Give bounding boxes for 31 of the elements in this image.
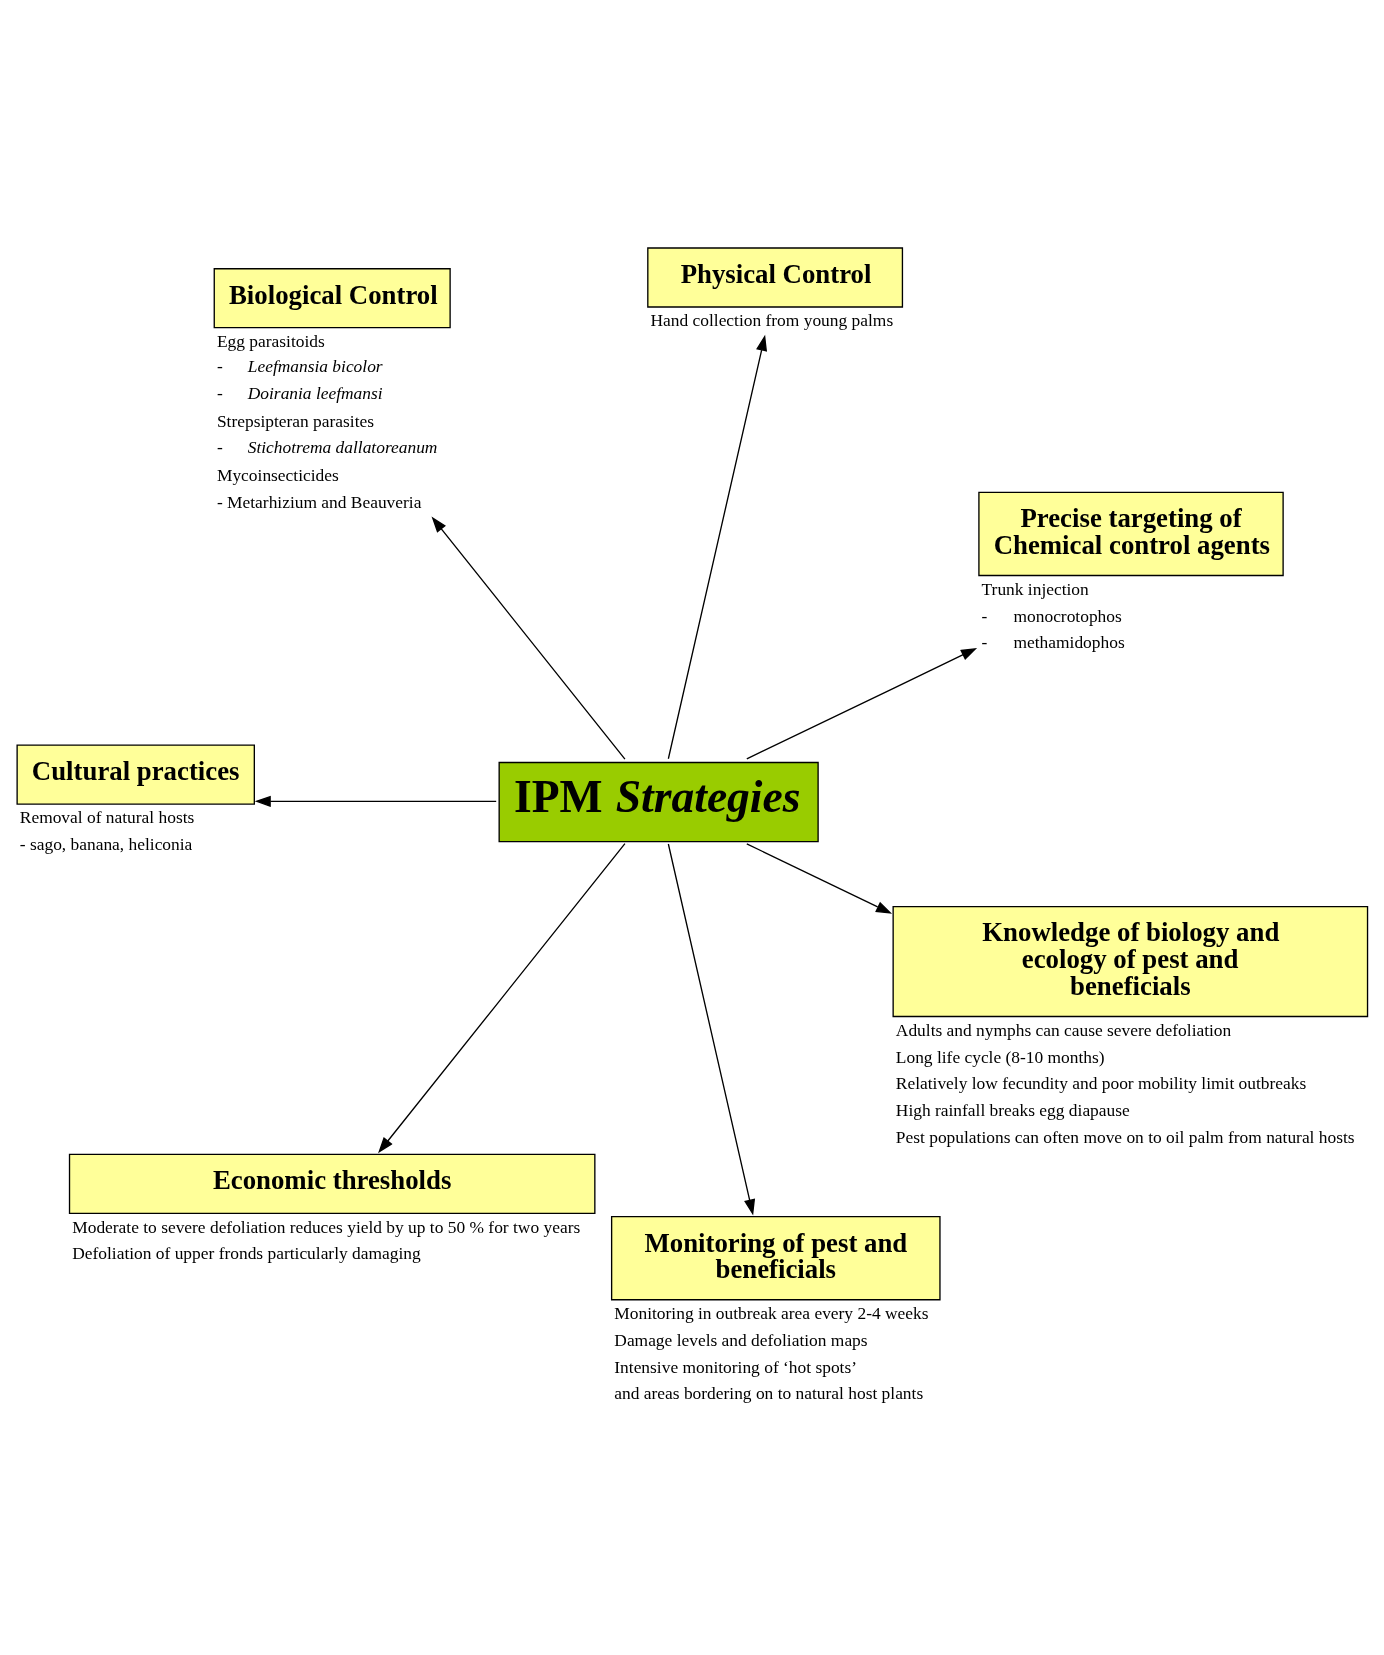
node-label: - monocrotophos	[981, 605, 1122, 626]
node-label: Adults and nymphs can cause severe defoliation	[895, 1019, 1232, 1040]
arrow	[378, 842, 626, 1154]
arrow	[667, 843, 756, 1216]
node-label: Removal of natural hosts	[19, 807, 195, 828]
arrow	[431, 516, 626, 760]
node-label: Trunk injection	[981, 578, 1089, 599]
node-label: Long life cycle (8-10 months)	[895, 1046, 1105, 1067]
node-label: High rainfall breaks egg diapause	[895, 1100, 1130, 1121]
arrow	[746, 648, 978, 760]
node-label: Pest populations can often move on to oil palm from natural hosts	[895, 1126, 1355, 1147]
node-label: Relatively low fecundity and poor mobility limit outbreaks	[895, 1073, 1307, 1094]
node-label: Hand collection from young palms	[650, 310, 894, 331]
node-label: - Leefmansia bicolor	[216, 356, 383, 377]
node-label: - Doirania leefmansi	[216, 383, 383, 404]
node-label: Defoliation of upper fronds particularly damaging	[72, 1243, 421, 1264]
node-label: Moderate to severe defoliation reduces yield by up to 50 % for two years	[72, 1216, 581, 1237]
node-label: and areas bordering on to natural host plants	[614, 1383, 924, 1404]
node-label: - Metarhizium and Beauveria	[216, 491, 422, 512]
node-label: Monitoring in outbreak area every 2-4 weeks	[614, 1303, 929, 1324]
arrow	[667, 334, 768, 760]
node-label: - methamidophos	[981, 632, 1125, 653]
arrow	[254, 795, 497, 807]
node-label: Strepsipteran parasites	[216, 411, 375, 432]
arrow	[746, 843, 893, 914]
node-label: Damage levels and defoliation maps	[614, 1329, 868, 1350]
node-label: - sago, banana, heliconia	[19, 834, 193, 855]
node-label: - Stichotrema dallatoreanum	[216, 436, 438, 457]
node-label: Mycoinsecticides	[216, 465, 339, 485]
node-label: Egg parasitoids	[216, 330, 325, 351]
node-label: Intensive monitoring of ‘hot spots’	[614, 1356, 858, 1377]
